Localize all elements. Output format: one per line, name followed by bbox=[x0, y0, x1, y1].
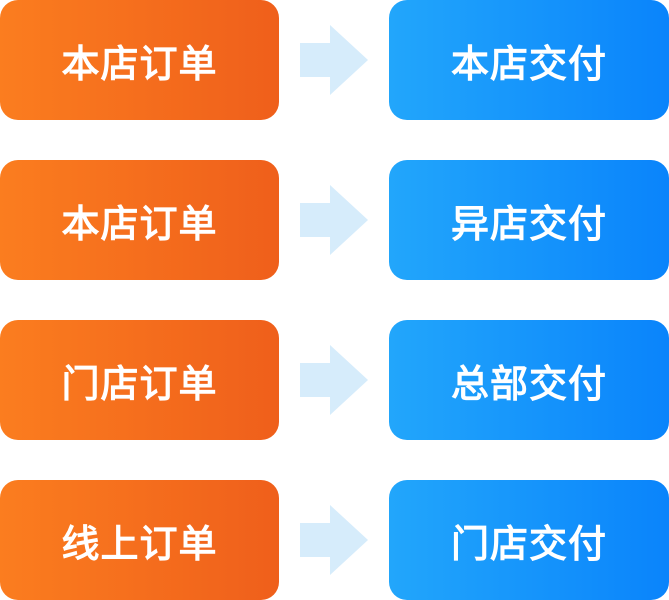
right-arrow-icon bbox=[300, 345, 368, 415]
order-type-box: 线上订单 bbox=[0, 480, 279, 600]
right-arrow-icon bbox=[300, 25, 368, 95]
flow-row: 本店订单 本店交付 bbox=[0, 0, 669, 120]
order-type-box: 本店订单 bbox=[0, 0, 279, 120]
delivery-type-box: 异店交付 bbox=[389, 160, 669, 280]
order-type-box: 本店订单 bbox=[0, 160, 279, 280]
flow-row: 线上订单 门店交付 bbox=[0, 480, 669, 600]
right-arrow-icon bbox=[300, 185, 368, 255]
flow-row: 门店订单 总部交付 bbox=[0, 320, 669, 440]
right-arrow-icon bbox=[300, 505, 368, 575]
delivery-type-box: 总部交付 bbox=[389, 320, 669, 440]
order-type-box: 门店订单 bbox=[0, 320, 279, 440]
delivery-type-box: 门店交付 bbox=[389, 480, 669, 600]
flow-row: 本店订单 异店交付 bbox=[0, 160, 669, 280]
delivery-type-box: 本店交付 bbox=[389, 0, 669, 120]
